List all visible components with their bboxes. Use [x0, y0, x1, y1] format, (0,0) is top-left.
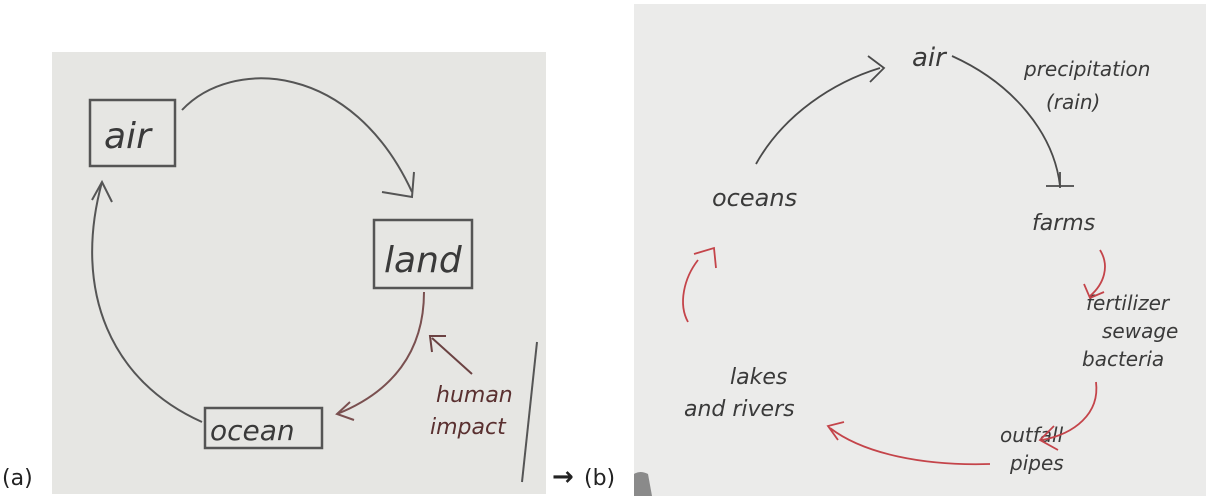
arrowhead-farms: [1046, 172, 1074, 188]
right-edge-stroke: [521, 341, 538, 483]
air-label: air: [104, 116, 153, 157]
ocean-label: ocean: [210, 414, 295, 447]
arrow-outfall-to-lakes: [829, 427, 991, 466]
and-rivers-label: and rivers: [684, 397, 795, 422]
arrow-lakes-to-oceans: [682, 259, 699, 323]
land-box: [372, 218, 474, 290]
oceans-label: oceans: [712, 184, 797, 212]
transition-arrow: →: [552, 462, 574, 492]
panel-b-caption: (b): [584, 466, 616, 491]
arrow-oceans-to-air: [755, 67, 881, 165]
human-impact-arrowhead: [428, 335, 446, 353]
arrowhead-air: [91, 179, 113, 203]
panel-b-diagram: air precipitation (rain) farms fertilize…: [634, 4, 1206, 496]
arrowhead-lakes: [826, 421, 845, 441]
fertilizer-label: fertilizer: [1086, 291, 1171, 315]
arrowhead-fertilizer: [1083, 283, 1105, 300]
human-impact-arrow: [431, 337, 473, 375]
air-label-b: air: [912, 43, 948, 73]
human-impact-line2: impact: [430, 415, 507, 440]
arrowhead-oceans: [693, 246, 717, 269]
arrow-bacteria-to-outfall: [1041, 381, 1098, 441]
land-label: land: [384, 240, 463, 281]
arrow-air-to-land: [181, 77, 413, 193]
rain-label: (rain): [1046, 90, 1100, 114]
arrow-farms-to-fertilizer: [1089, 249, 1106, 297]
arrow-land-to-ocean: [336, 291, 425, 415]
arrowhead-land: [381, 171, 415, 199]
arrow-air-to-farms: [951, 55, 1061, 187]
arrowhead-outfall: [1038, 425, 1059, 451]
precipitation-label: precipitation: [1023, 57, 1150, 81]
air-box: [88, 98, 177, 168]
arrowhead-ocean: [335, 401, 355, 421]
sewage-label: sewage: [1102, 319, 1178, 343]
corner-object: [634, 472, 652, 496]
bacteria-label: bacteria: [1082, 347, 1164, 371]
lakes-label: lakes: [730, 365, 787, 390]
panel-a-diagram: air land ocean human impact: [52, 52, 546, 494]
arrowhead-air-b: [867, 55, 886, 83]
ocean-box: [203, 406, 324, 450]
farms-label: farms: [1032, 211, 1095, 236]
panel-a-caption: (a): [2, 466, 33, 491]
arrow-ocean-to-air: [91, 181, 203, 423]
human-impact-line1: human: [436, 383, 513, 408]
pipes-label: pipes: [1009, 451, 1064, 475]
